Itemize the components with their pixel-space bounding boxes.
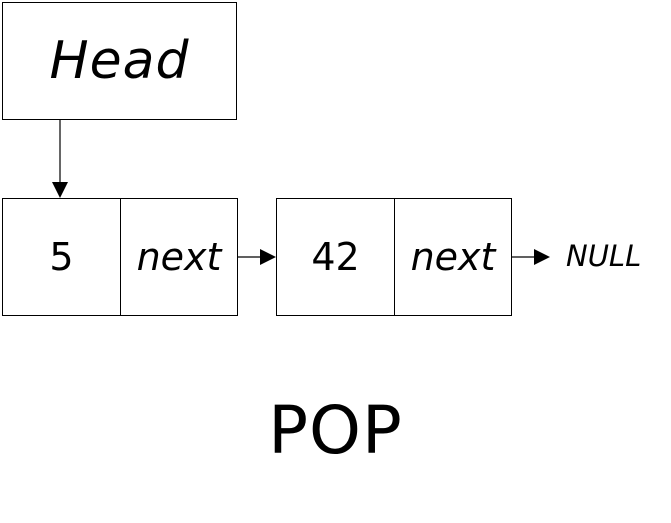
node-1-value-cell: 5 xyxy=(2,198,121,316)
head-label: Head xyxy=(49,31,190,91)
node-1-value: 5 xyxy=(49,235,74,279)
node-2-next-cell: next xyxy=(394,198,512,316)
null-terminator-label: NULL xyxy=(566,239,642,273)
node-1-next-label: next xyxy=(136,235,222,279)
node-1-to-node-2-arrow xyxy=(238,249,276,265)
node-2-next-label: next xyxy=(410,235,496,279)
node-2-to-null-arrow xyxy=(512,249,550,265)
head-to-node-1-arrow xyxy=(52,120,68,198)
operation-title: POP xyxy=(268,392,403,469)
node-1-next-cell: next xyxy=(120,198,238,316)
head-pointer-box: Head xyxy=(2,2,237,120)
node-2-value-cell: 42 xyxy=(276,198,395,316)
node-2-value: 42 xyxy=(311,235,360,279)
